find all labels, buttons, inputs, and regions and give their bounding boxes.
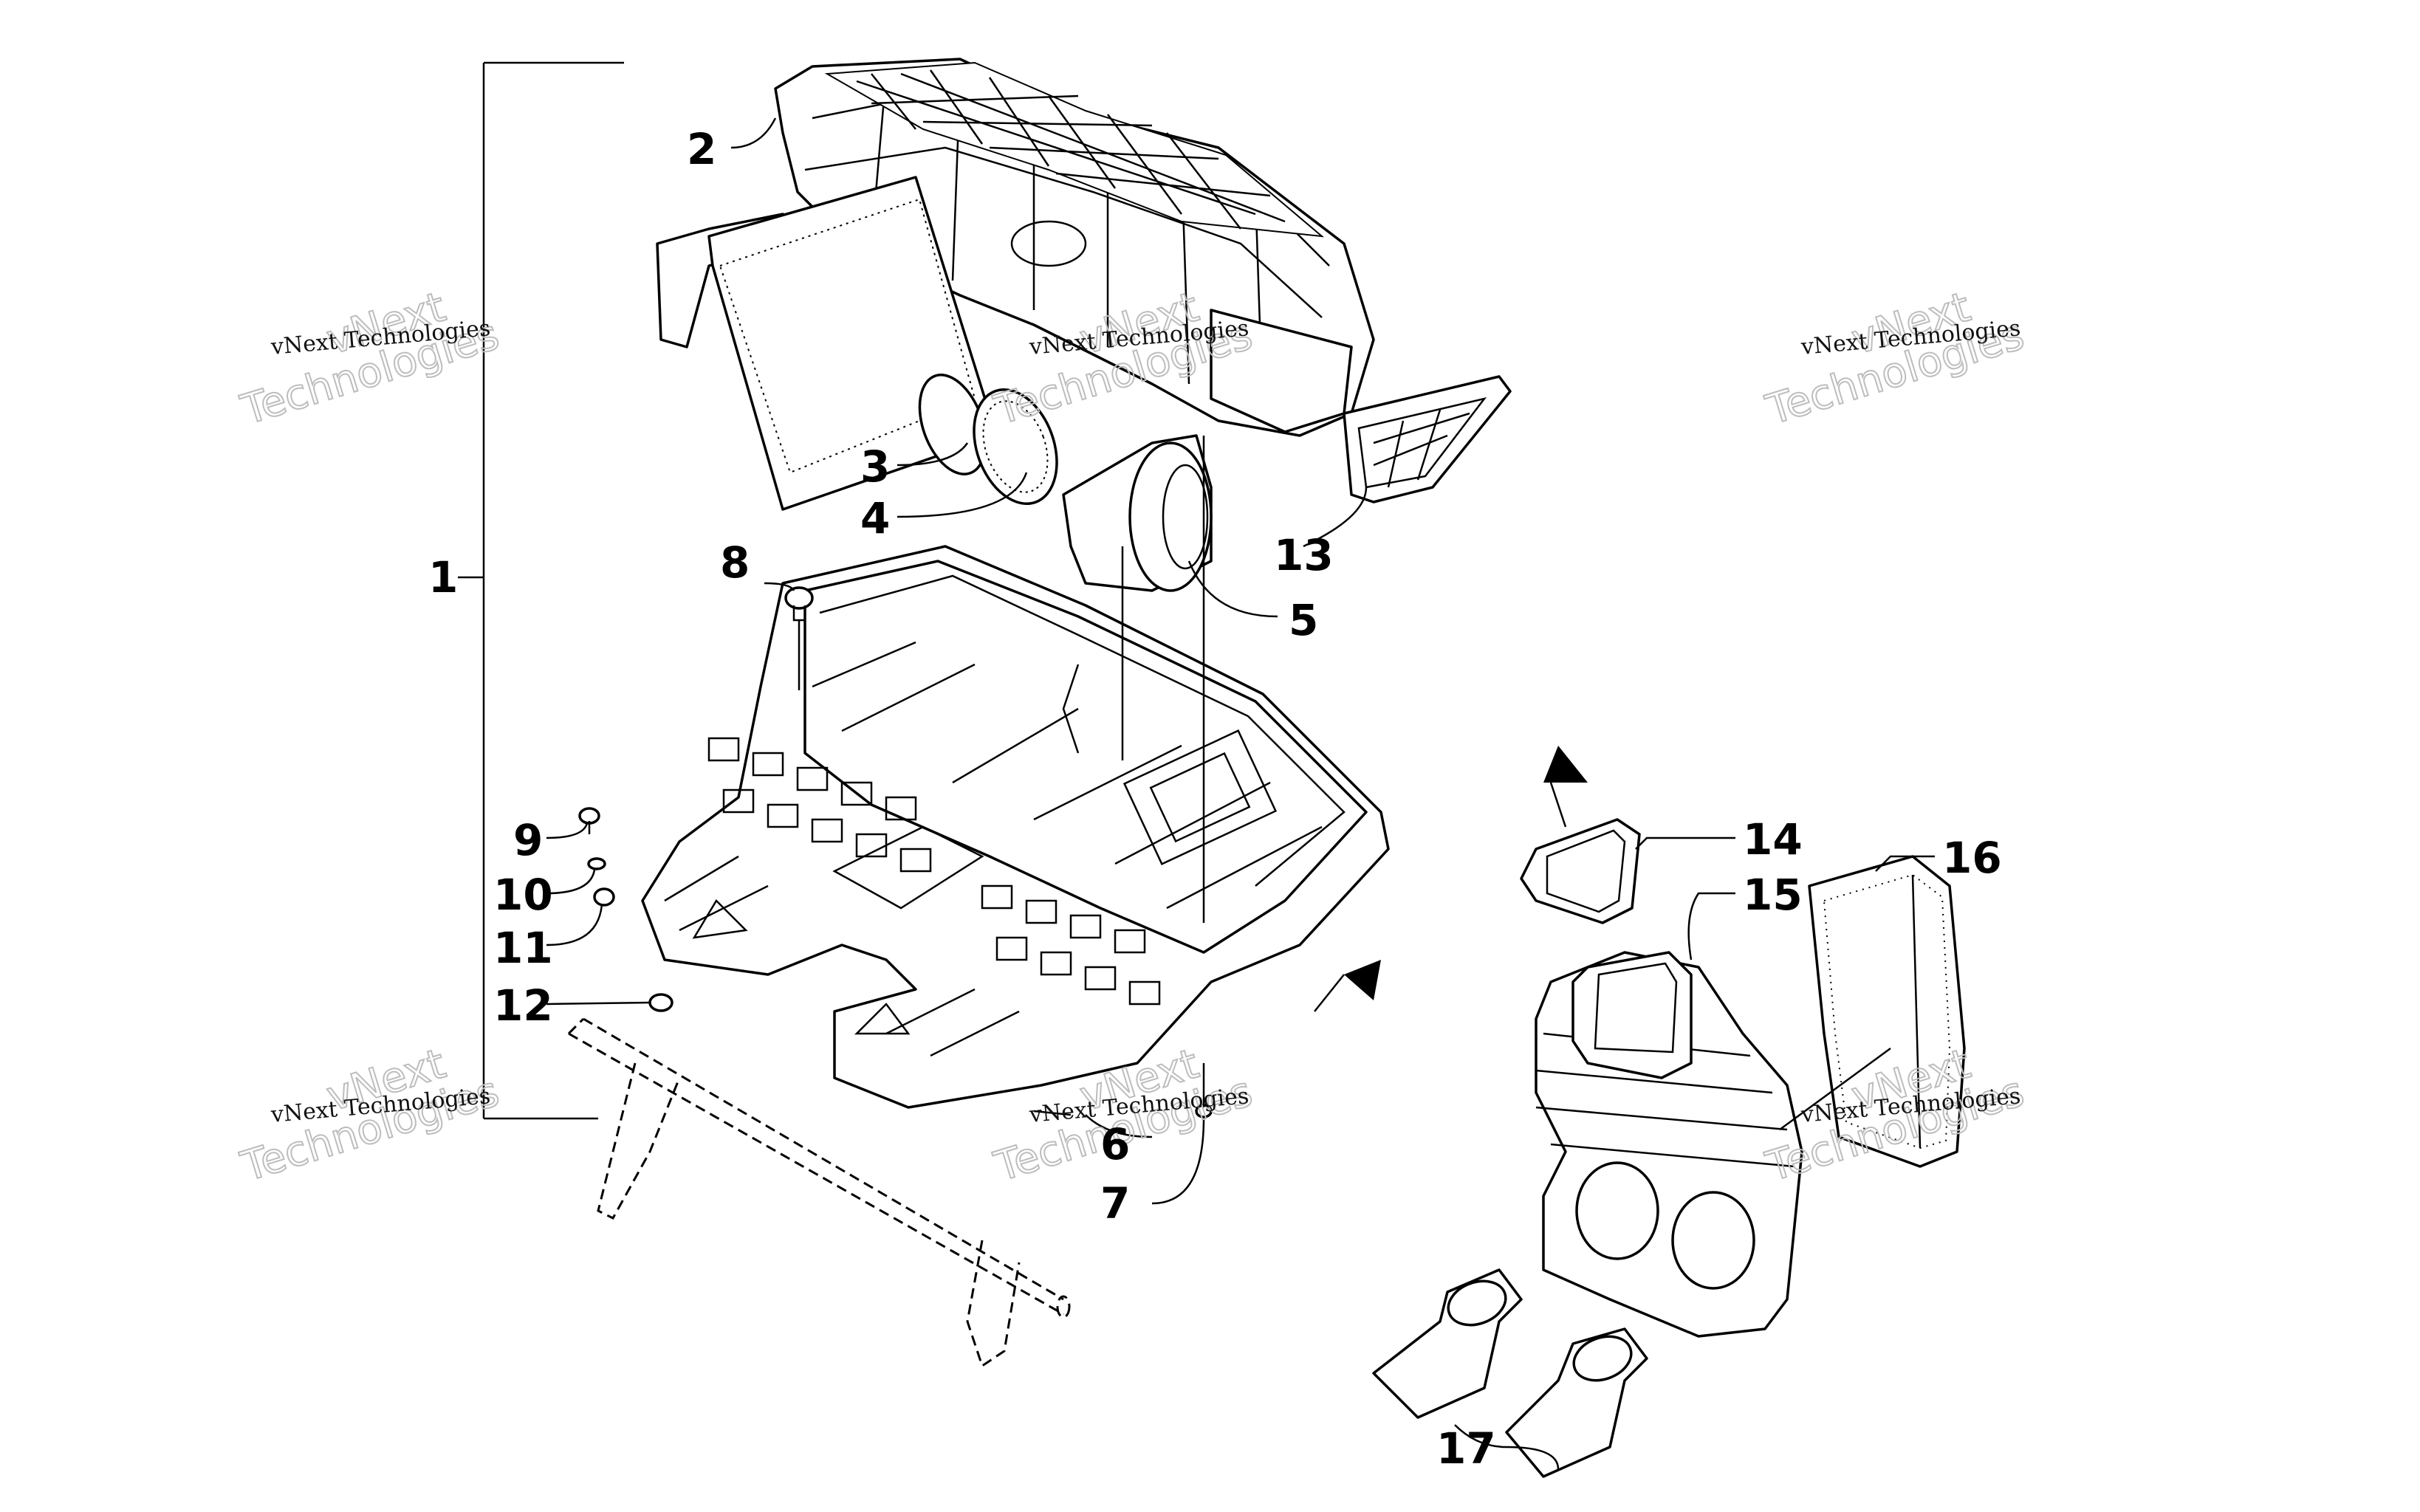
callout-12: 12 [493,980,553,1031]
callout-6: 6 [1100,1119,1130,1169]
assembly-bracket [458,61,624,1120]
callout-10: 10 [493,870,553,920]
callout-14: 14 [1743,814,1803,865]
leader-lines [546,117,1935,1470]
callout-17: 17 [1436,1423,1496,1474]
inlet-duct-assembly [1372,818,1966,1478]
callout-8: 8 [720,537,750,588]
callout-15: 15 [1743,870,1803,920]
callout-7: 7 [1100,1178,1130,1228]
callout-9: 9 [513,815,543,865]
callout-5: 5 [1289,595,1318,645]
hardware-parts [578,436,1213,1118]
callout-16: 16 [1942,833,2002,883]
air-box-cover [774,58,1375,437]
callout-labels: 1 2 3 4 5 6 7 8 9 10 11 12 13 14 15 16 1… [428,124,2002,1474]
duct-boot [1062,434,1213,592]
callout-2: 2 [687,124,716,174]
callout-11: 11 [493,923,553,973]
intake-screen [1343,375,1512,504]
callout-13: 13 [1274,530,1334,580]
callout-4: 4 [860,493,890,543]
callout-1: 1 [428,552,458,602]
filter-end-cap [973,388,1058,506]
callout-3: 3 [860,441,890,492]
direction-arrows [1314,746,1588,1012]
frame-reference [567,1017,1071,1368]
air-box-base [641,545,1390,1109]
